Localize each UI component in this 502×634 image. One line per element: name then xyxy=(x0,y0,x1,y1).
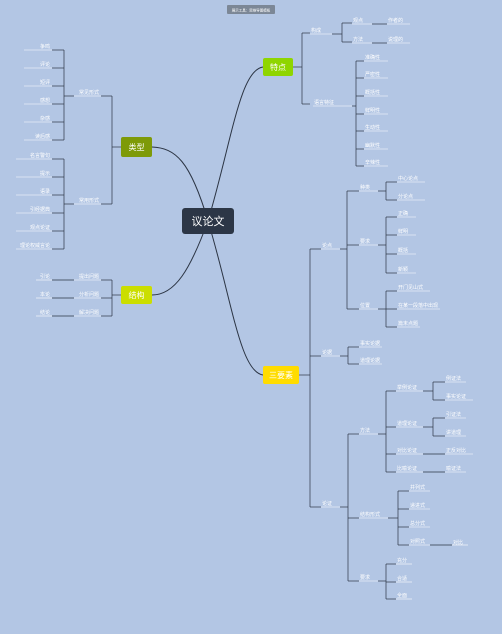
leaf-tichuwenti: 提出问题 xyxy=(79,273,99,280)
leaf-fenxiwenti: 分析问题 xyxy=(79,291,99,298)
leaf-leixing-10: 观点论证 xyxy=(30,224,50,231)
leaf-yinzhengfa: 引证法 xyxy=(446,411,461,418)
leaf-zongfenshi: 总分式 xyxy=(410,520,425,527)
leaf-daolilunzheng: 道理论证 xyxy=(397,420,417,427)
leaf-changyongxingshi: 常用形式 xyxy=(79,197,99,204)
leaf-heshi: 合适 xyxy=(397,575,407,582)
leaf-lang-0: 准确性 xyxy=(365,54,380,61)
leaf-gaikuo: 概括 xyxy=(398,247,408,254)
leaf-shishilunzheng: 事实论证 xyxy=(446,393,466,400)
leaf-lang-3: 鲜明性 xyxy=(365,107,380,114)
leaf-lang-4: 生动性 xyxy=(365,124,380,131)
watermark-badge: 展示工具：思维导图模板 xyxy=(227,5,275,14)
leaf-fangfa-lunzheng: 方法 xyxy=(360,427,370,434)
leaf-lundian: 论点 xyxy=(322,242,332,249)
leaf-jiejuewenti: 解决问题 xyxy=(79,309,99,316)
node-sanyaosu-label: 三要素 xyxy=(269,370,293,380)
connector-line-0 xyxy=(207,66,264,222)
leaf-lunju: 论据 xyxy=(322,349,332,356)
node-tedian-label: 特点 xyxy=(270,62,286,72)
node-leixing[interactable]: 类型 xyxy=(121,137,152,157)
leaf-duibi: 对比 xyxy=(453,539,463,546)
leaf-guandian: 观点 xyxy=(353,18,363,24)
leaf-quanmian: 全面 xyxy=(397,592,407,599)
leaf-duizhaoshi: 对照式 xyxy=(410,538,425,545)
leaf-zuozhede: 作者的 xyxy=(388,17,403,24)
leaf-shuolide: 说理的 xyxy=(388,36,403,43)
leaf-yuzhengfa: 喻证法 xyxy=(446,465,461,472)
leaf-jiegouxingshi: 结构形式 xyxy=(360,511,380,518)
root-label: 议论文 xyxy=(192,214,225,228)
leaf-zhengque: 正确 xyxy=(398,210,408,217)
leaf-fenlundian: 分论点 xyxy=(398,193,413,200)
leaf-zhonglei: 种类 xyxy=(360,184,370,191)
leaf-leixing-3: 感想 xyxy=(40,97,50,104)
leaf-leixing-11: 理论权威言论 xyxy=(20,242,50,249)
root-node[interactable]: 议论文 xyxy=(182,208,234,234)
leaf-chongfen: 充分 xyxy=(397,557,407,564)
leaf-zhengfanduibi: 正反对比 xyxy=(446,447,466,454)
leaf-zhongxinlundian: 中心论点 xyxy=(398,175,418,182)
leaf-leixing-8: 语录 xyxy=(40,188,50,195)
leaf-xianming: 鲜明 xyxy=(398,228,408,235)
leaf-dijinshi: 递进式 xyxy=(410,502,425,509)
node-tedian[interactable]: 特点 xyxy=(263,58,293,76)
leaf-shishilunju: 事实论据 xyxy=(360,340,380,347)
leaf-yaoqiu-lunzheng: 要求 xyxy=(360,574,370,581)
leaf-lunzheng: 论证 xyxy=(322,500,332,507)
leaf-gouchen: 构成 xyxy=(311,27,321,34)
connector-line-3 xyxy=(151,220,209,296)
leaf-jiangdaoli: 讲道理 xyxy=(446,429,461,436)
leaf-leixing-4: 杂感 xyxy=(40,115,50,122)
connector-line-2 xyxy=(151,146,209,222)
leaf-yinlun: 引论 xyxy=(40,273,50,280)
leaf-xinying: 新颖 xyxy=(398,266,408,273)
leaf-leixing-2: 短评 xyxy=(40,79,50,86)
leaf-leixing-6: 名言警句 xyxy=(30,152,50,159)
leaf-fangfa: 方法 xyxy=(353,36,363,43)
leaf-leixing-5: 读后感 xyxy=(35,133,50,140)
leaf-leixing-9: 引经据典 xyxy=(30,206,50,213)
leaf-leixing-1: 评论 xyxy=(40,61,50,68)
leaf-duibilunzheng: 对比论证 xyxy=(397,447,417,454)
leaf-yuyantezheng: 语言特征 xyxy=(314,99,334,106)
leaf-yaoqiu-lundian: 要求 xyxy=(360,238,370,245)
leaf-benlun: 本论 xyxy=(40,291,50,298)
node-leixing-label: 类型 xyxy=(129,142,145,152)
leaf-kaimenjianshan: 开门见山式 xyxy=(398,284,423,291)
leaf-lang-6: 辛辣性 xyxy=(365,159,380,166)
watermark-text: 展示工具：思维导图模板 xyxy=(232,7,271,12)
leaf-leixing-7: 提示 xyxy=(40,170,50,177)
leaf-jielun: 结论 xyxy=(40,309,50,316)
leaf-leixing-0: 争鸣 xyxy=(40,43,50,50)
leaf-lang-2: 概括性 xyxy=(365,89,380,96)
connector-line-1 xyxy=(207,220,264,376)
node-jiegou-label: 结构 xyxy=(129,290,145,300)
leaf-julilunzheng: 举例论证 xyxy=(397,384,417,391)
leaf-binglieshi: 并列式 xyxy=(410,484,425,491)
leaf-biyulunzheng: 比喻论证 xyxy=(397,465,417,472)
leaf-weizhi: 位置 xyxy=(360,302,370,309)
leaf-zaimouyiduan: 在某一段落中出现 xyxy=(398,302,438,309)
node-jiegou[interactable]: 结构 xyxy=(121,286,152,304)
leaf-lizhengfa: 例证法 xyxy=(446,375,461,382)
leaf-daolilunju: 道理论据 xyxy=(360,357,380,364)
leaf-pianmodianti: 篇末点题 xyxy=(398,320,418,327)
node-sanyaosu[interactable]: 三要素 xyxy=(263,366,299,384)
leaf-lang-1: 严密性 xyxy=(365,71,380,78)
leaf-lang-5: 幽默性 xyxy=(365,142,380,149)
leaf-changjianxingshi: 常见形式 xyxy=(79,89,99,96)
